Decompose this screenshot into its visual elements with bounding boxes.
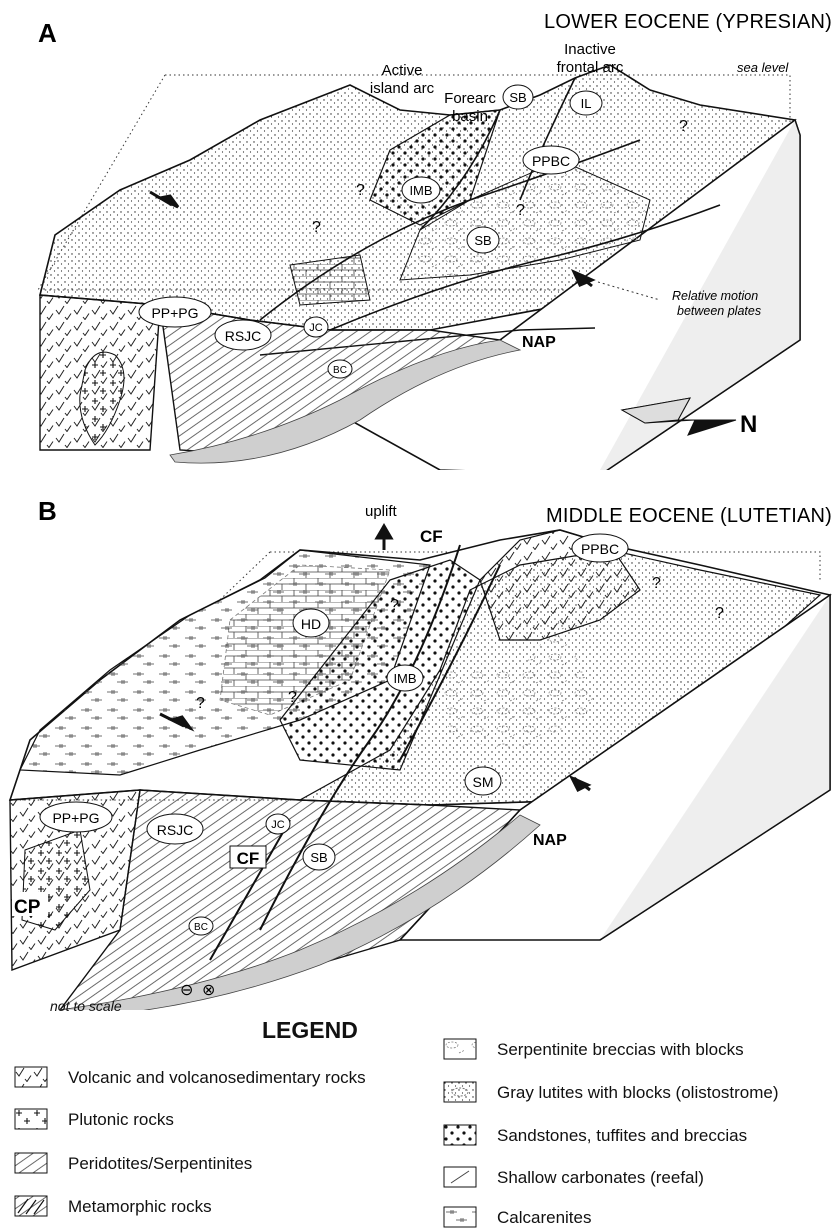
sea-level-label: sea level <box>737 60 789 75</box>
relative-motion-label: Relative motion <box>672 289 758 303</box>
uplift-label: uplift <box>365 503 398 520</box>
svg-text:PPBC: PPBC <box>581 541 619 557</box>
legend-title: LEGEND <box>262 1017 358 1044</box>
svg-text:SB: SB <box>310 850 327 865</box>
question-mark-a1: ? <box>356 182 365 199</box>
unit-hd: HD <box>293 609 329 637</box>
nap-label-a: NAP <box>522 334 556 351</box>
forearc-label: Forearc <box>444 90 496 107</box>
panel-b-block-diagram: B MIDDLE EOCENE (LUTETIAN) uplift CF PPB… <box>0 470 836 1010</box>
question-mark-b1: ? <box>390 597 399 614</box>
svg-text:JC: JC <box>271 819 285 831</box>
fault-motion-toward: ⊗ <box>202 982 215 999</box>
volcanic-swatch <box>14 1066 48 1088</box>
svg-text:BC: BC <box>333 365 347 376</box>
svg-text:BC: BC <box>194 922 208 933</box>
svg-text:IL: IL <box>581 96 592 111</box>
svg-text:CF: CF <box>237 849 260 868</box>
panel-a-period-title: LOWER EOCENE (YPRESIAN) <box>544 11 832 33</box>
question-mark-b3: ? <box>288 689 297 706</box>
peridotite-swatch <box>14 1152 48 1174</box>
north-label: N <box>740 411 757 438</box>
svg-text:SM: SM <box>473 774 494 790</box>
calcarenite-swatch <box>443 1206 477 1228</box>
svg-text:PPBC: PPBC <box>532 153 570 169</box>
svg-text:SB: SB <box>474 233 491 248</box>
fault-motion-away: ⊖ <box>180 982 193 999</box>
inactive-arc-label: Inactive <box>564 41 616 58</box>
unit-sb-b: SB <box>303 844 335 870</box>
svg-text:SB: SB <box>509 90 526 105</box>
cf-label-top: CF <box>420 527 443 546</box>
question-mark-a2: ? <box>312 219 321 236</box>
unit-sm: SM <box>465 767 501 795</box>
not-to-scale-label: not to scale <box>50 998 122 1014</box>
unit-pp-pg-b: PP+PG <box>40 802 112 832</box>
unit-jc-a: JC <box>304 317 328 337</box>
panel-a-letter: A <box>38 18 57 48</box>
panel-a-block-diagram: A LOWER EOCENE (YPRESIAN) sea level Acti… <box>0 0 836 470</box>
sandstone-swatch <box>443 1124 477 1146</box>
metamorphic-swatch <box>14 1195 48 1217</box>
svg-text:IMB: IMB <box>409 183 432 198</box>
unit-bc-b: BC <box>189 917 213 935</box>
carbonate-swatch <box>443 1166 477 1188</box>
question-mark-b2: ? <box>196 695 205 712</box>
svg-text:JC: JC <box>309 322 323 334</box>
question-mark-a4: ? <box>679 118 688 135</box>
svg-text:RSJC: RSJC <box>225 328 262 344</box>
forearc-label-line2: basin <box>452 108 488 125</box>
unit-jc-b: JC <box>266 814 290 834</box>
unit-ppbc-a: PPBC <box>523 146 579 174</box>
svg-text:PP+PG: PP+PG <box>52 810 99 826</box>
nap-label-b: NAP <box>533 832 567 849</box>
relative-motion-label-line2: between plates <box>677 304 761 318</box>
unit-pp-pg-a: PP+PG <box>139 297 211 327</box>
unit-il: IL <box>570 91 602 115</box>
unit-sb-mid: SB <box>467 227 499 253</box>
unit-rsjc-b: RSJC <box>147 814 203 844</box>
unit-sb-top: SB <box>503 85 533 109</box>
svg-text:CP: CP <box>14 897 41 918</box>
active-arc-label: Active <box>382 62 423 79</box>
plutonic-swatch <box>14 1108 48 1130</box>
serp-breccia-swatch <box>443 1038 477 1060</box>
svg-text:PP+PG: PP+PG <box>151 305 198 321</box>
cp-label: CP <box>12 892 48 918</box>
cf-label-lower: CF <box>230 846 266 868</box>
unit-bc-a: BC <box>328 360 352 378</box>
panel-b-letter: B <box>38 496 57 526</box>
active-arc-label-line2: island arc <box>370 80 435 97</box>
uplift-arrow <box>377 526 391 550</box>
unit-imb-a: IMB <box>402 177 440 203</box>
panel-b-period-title: MIDDLE EOCENE (LUTETIAN) <box>546 505 832 527</box>
lutites-swatch <box>443 1081 477 1103</box>
unit-rsjc-a: RSJC <box>215 320 271 350</box>
question-mark-b5: ? <box>715 605 724 622</box>
unit-imb-b: IMB <box>387 665 423 691</box>
unit-ppbc-b: PPBC <box>572 534 628 562</box>
question-mark-b4: ? <box>652 575 661 592</box>
inactive-arc-label-line2: frontal arc <box>557 59 624 76</box>
svg-text:HD: HD <box>301 616 321 632</box>
question-mark-a3: ? <box>516 202 525 219</box>
svg-text:IMB: IMB <box>393 671 416 686</box>
svg-text:RSJC: RSJC <box>157 822 194 838</box>
